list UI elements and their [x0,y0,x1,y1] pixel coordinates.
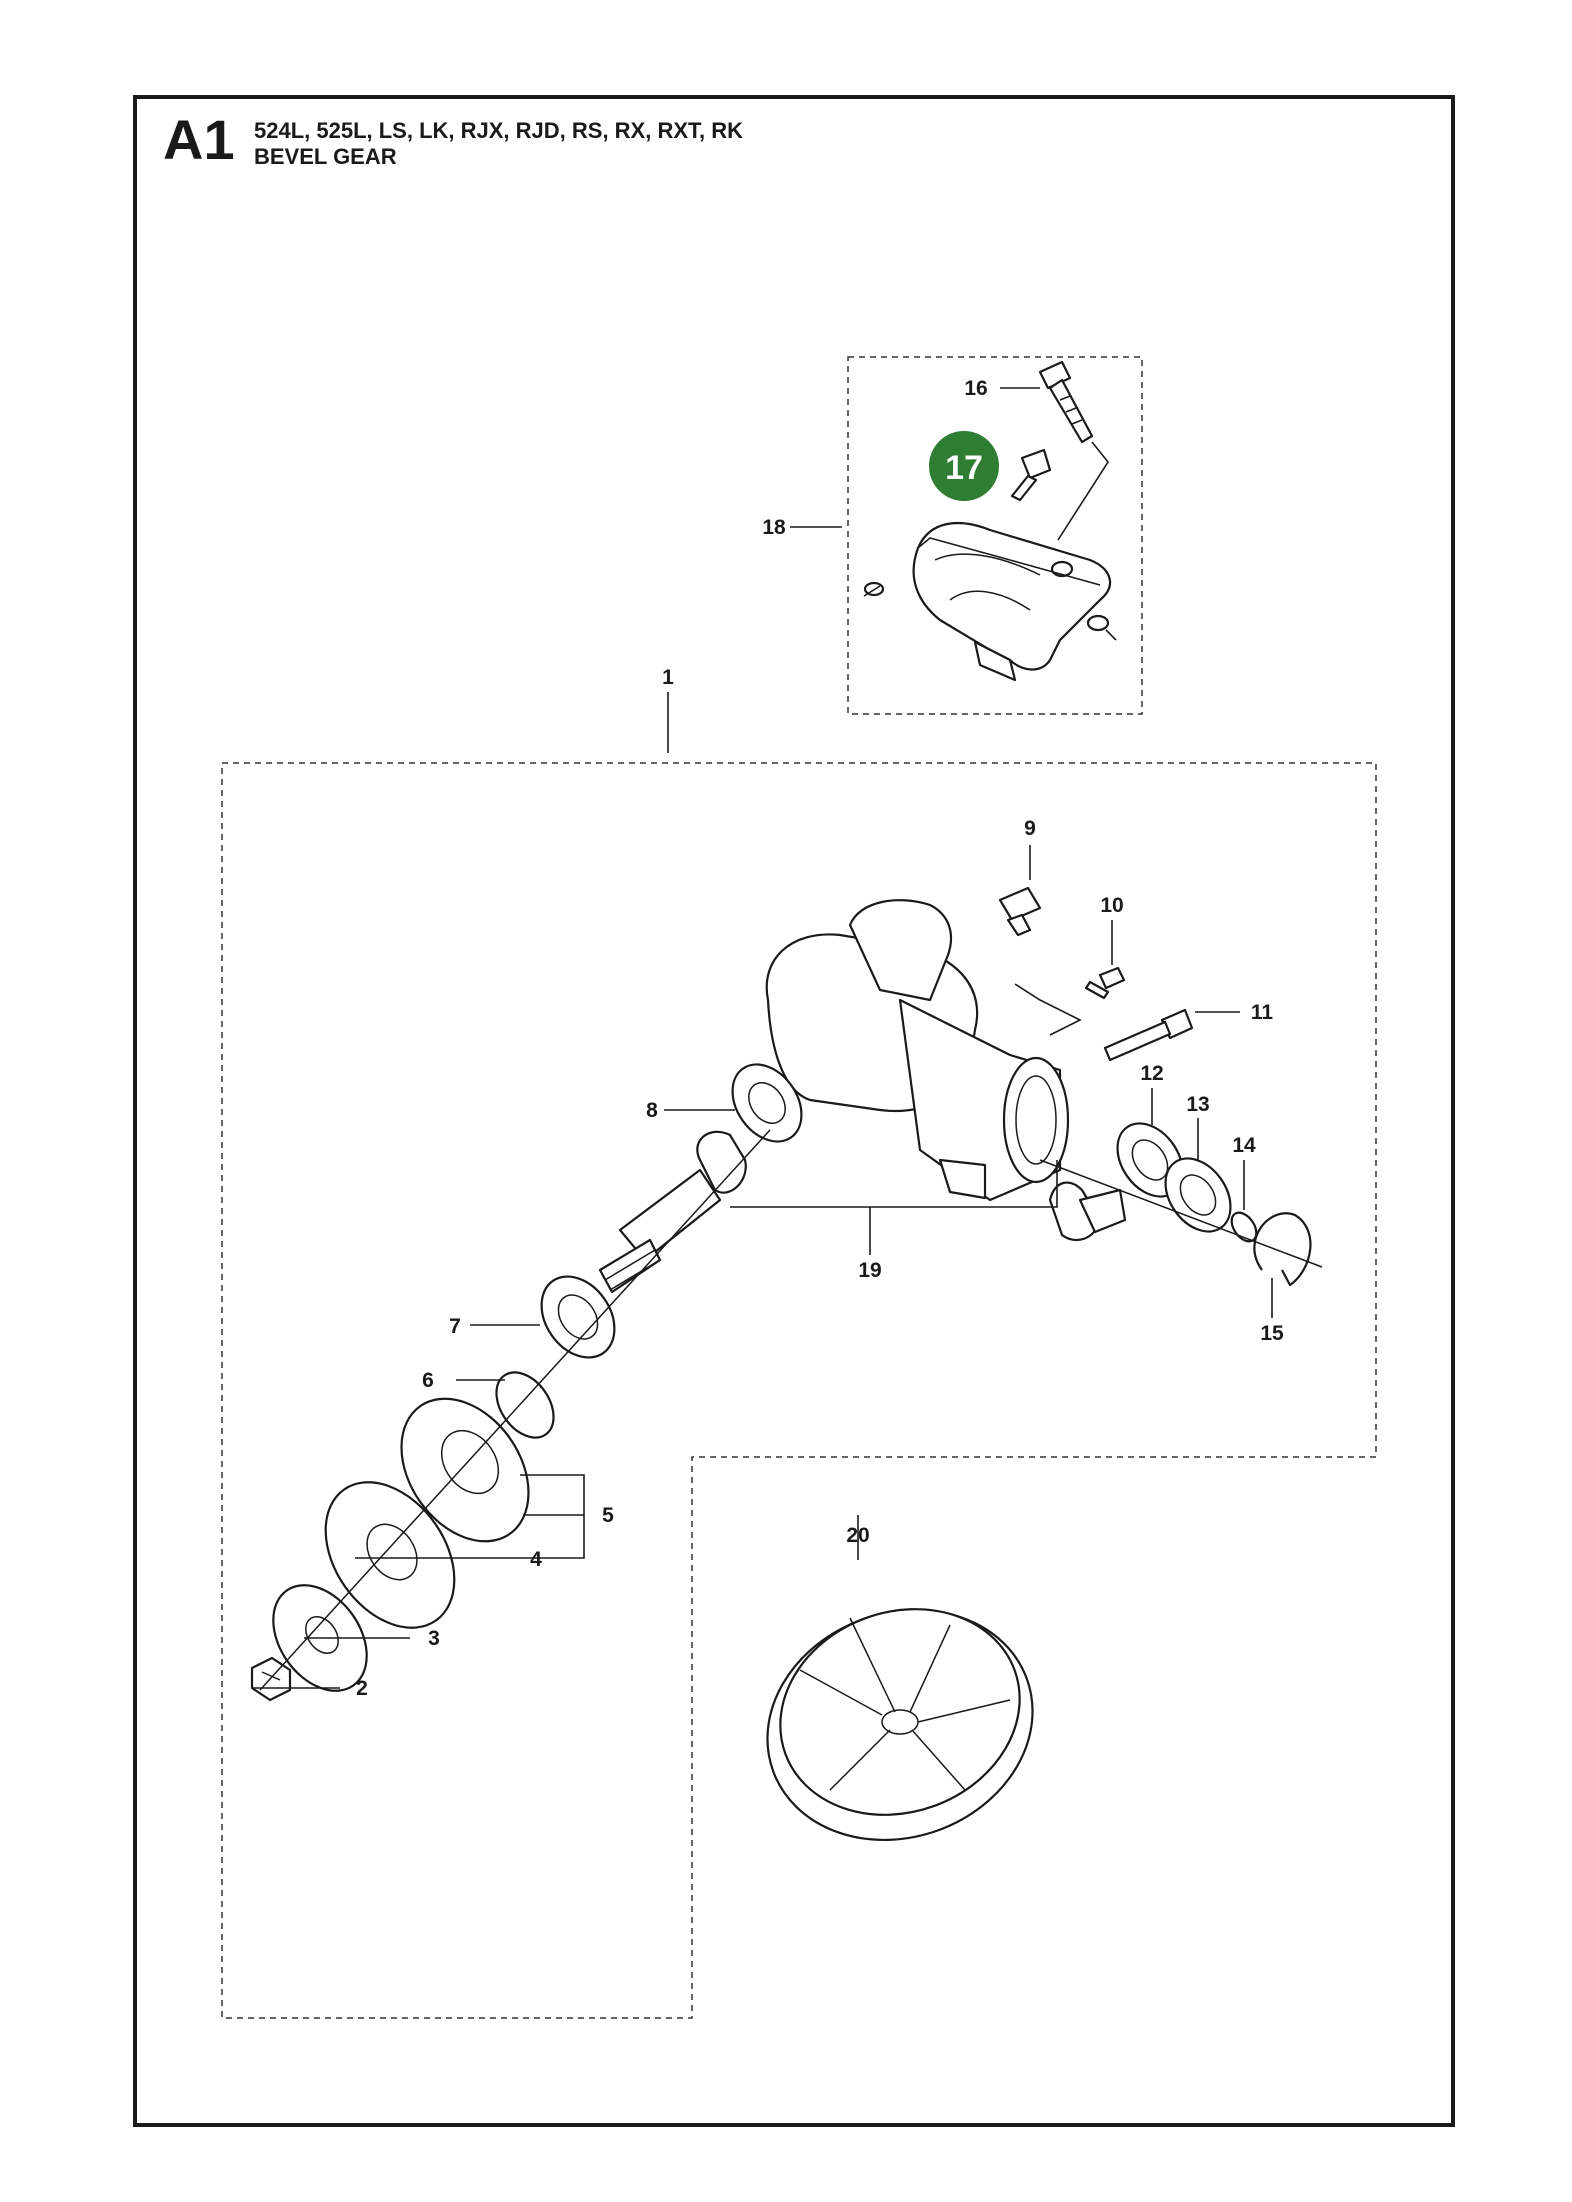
section-code: A1 [163,108,235,171]
leader-lines [252,387,1273,1689]
washer-right [1086,614,1110,632]
trimmer-head-20 [766,1608,1034,1842]
callout-6: 6 [422,1369,434,1392]
snap-ring-6 [495,1371,555,1439]
pinion-axis-line [1039,1159,1323,1268]
callout-18: 18 [762,516,786,539]
page-frame [133,95,1455,2127]
callout-2: 2 [356,1677,368,1700]
callout-4: 4 [530,1548,542,1571]
callout-1: 1 [662,666,674,689]
highlight-part-number: 17 [945,449,983,487]
screw-10 [1084,966,1126,1000]
gear-head-group-boundary [221,762,1377,2019]
callout-7: 7 [449,1315,461,1338]
callout-10: 10 [1100,894,1123,917]
screw-part-17 [1010,448,1052,502]
callout-16: 16 [964,377,987,400]
callout-15: 15 [1260,1322,1284,1345]
leader-screw-16-into-bracket [1057,441,1109,541]
long-screw-11 [1103,1008,1194,1062]
shield-bracket [912,521,1112,682]
callout-14: 14 [1232,1134,1256,1157]
callout-9: 9 [1024,817,1036,840]
callout-11: 11 [1251,1001,1274,1024]
washer-axis-lines [863,585,1117,641]
highlight-badge-17: 17 [929,431,999,501]
callout-12: 12 [1140,1062,1163,1085]
plug-screw-9 [998,886,1042,937]
callout-3: 3 [428,1627,440,1650]
page-title: BEVEL GEAR [254,144,397,169]
circlip-15 [1253,1212,1312,1287]
bearing-8 [731,1063,803,1143]
support-flange-5 [400,1397,530,1543]
gear-housing [765,899,1070,1202]
pinion-gear-19 [1048,1181,1127,1242]
model-list: 524L, 525L, LS, LK, RJX, RJD, RS, RX, RX… [254,118,744,143]
screw-part-16 [1038,360,1094,444]
callout-8: 8 [646,1099,658,1122]
bearing-7 [540,1275,616,1359]
guard-group-boundary [847,356,1143,715]
gear-shaft-19 [598,1130,747,1294]
callout-5: 5 [602,1504,614,1527]
callout-20: 20 [846,1524,869,1547]
callout-19: 19 [858,1259,881,1282]
callout-13: 13 [1186,1093,1209,1116]
main-axis-line [259,1129,771,1691]
